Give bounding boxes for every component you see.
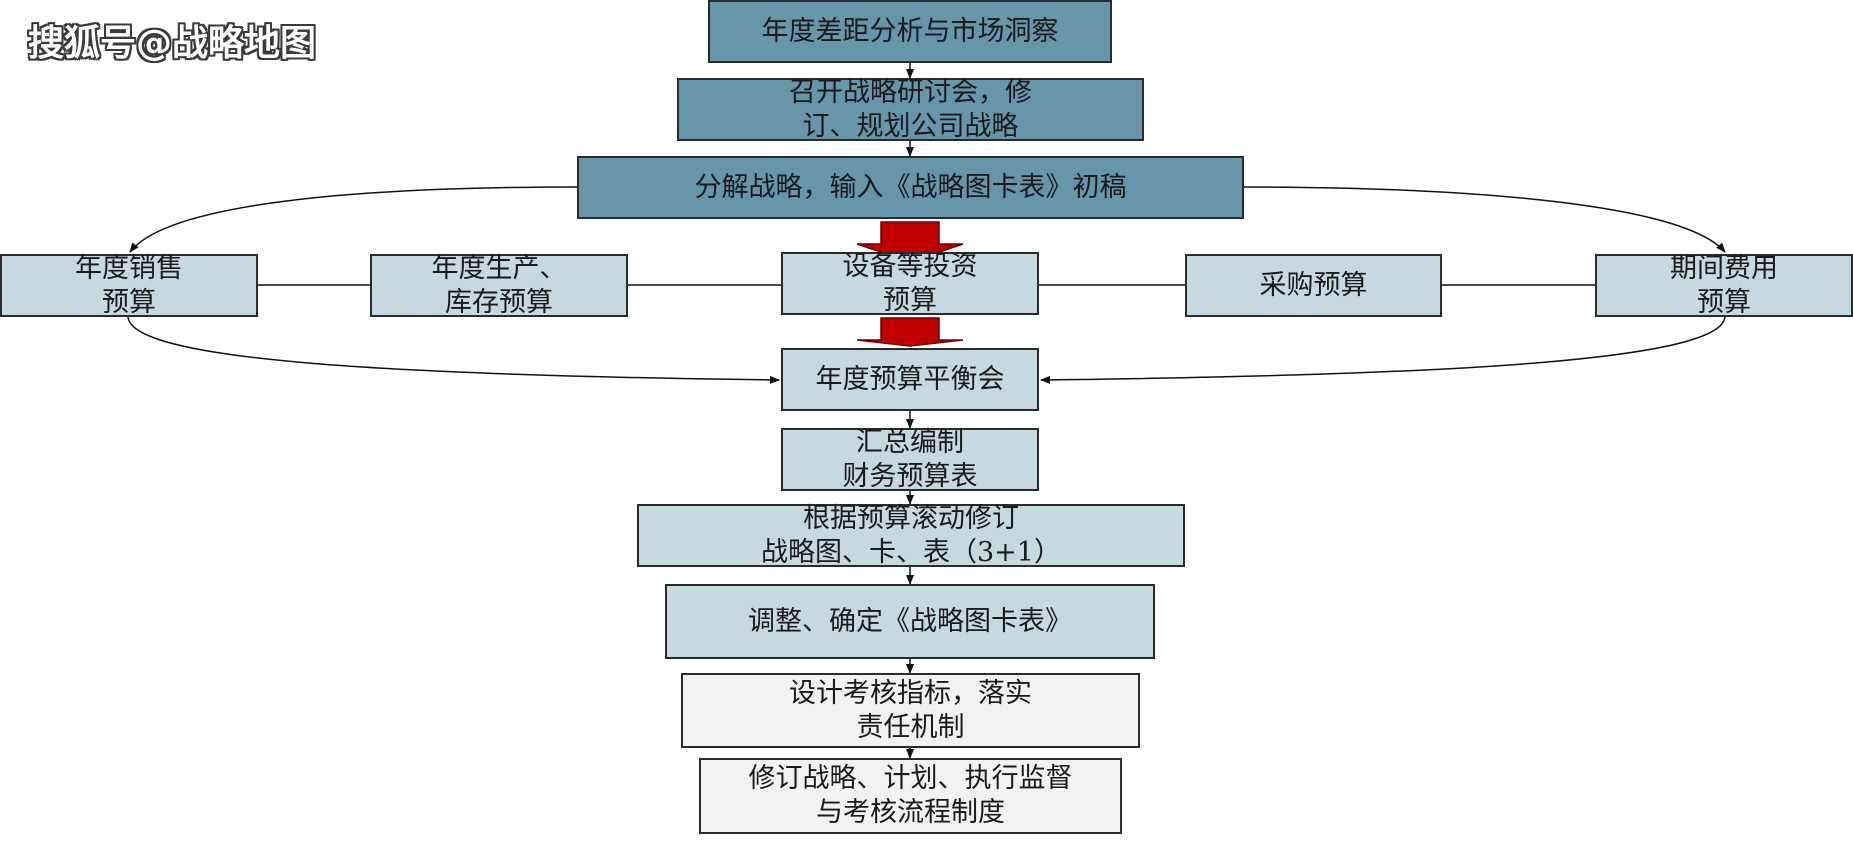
node-sales-budget: 年度销售 预算 bbox=[0, 252, 258, 318]
node-label: 分解战略，输入《战略图卡表》初稿 bbox=[694, 171, 1127, 203]
node-label: 采购预算 bbox=[1259, 269, 1368, 301]
node-rolling-revision: 根据预算滚动修订 战略图、卡、表（3+1） bbox=[637, 502, 1185, 568]
watermark-text: 搜狐号@战略地图 bbox=[28, 23, 317, 64]
node-label: 汇总编制 bbox=[856, 426, 964, 458]
node-label: 责任机制 bbox=[856, 711, 965, 743]
node-label: 预算 bbox=[883, 284, 937, 316]
node-label: 设备等投资 bbox=[842, 250, 978, 282]
node-label: 年度销售 bbox=[75, 252, 183, 284]
curve-sales-balance bbox=[127, 315, 780, 384]
node-decompose-strategy: 分解战略，输入《战略图卡表》初稿 bbox=[577, 156, 1244, 219]
node-compile-financial-budget: 汇总编制 财务预算表 bbox=[781, 426, 1039, 492]
node-purchase-budget: 采购预算 bbox=[1185, 254, 1442, 317]
node-label: 召开战略研讨会，修 bbox=[789, 76, 1032, 108]
red-arrow-bottom bbox=[856, 317, 964, 347]
node-label: 设计考核指标，落实 bbox=[789, 677, 1032, 709]
node-label: 战略图、卡、表（3+1） bbox=[761, 536, 1061, 568]
node-period-expense-budget: 期间费用 预算 bbox=[1595, 252, 1853, 318]
node-label: 调整、确定《战略图卡表》 bbox=[748, 605, 1072, 637]
node-equipment-budget: 设备等投资 预算 bbox=[781, 250, 1039, 316]
node-label: 预算 bbox=[102, 286, 156, 318]
node-revise-process: 修订战略、计划、执行监督 与考核流程制度 bbox=[699, 758, 1122, 834]
node-gap-analysis: 年度差距分析与市场洞察 bbox=[708, 0, 1112, 63]
node-label: 修订战略、计划、执行监督 bbox=[748, 763, 1073, 794]
node-production-budget: 年度生产、 库存预算 bbox=[370, 252, 628, 318]
node-label: 期间费用 bbox=[1670, 252, 1778, 284]
curve-period-balance bbox=[1040, 315, 1726, 384]
node-label: 根据预算滚动修订 bbox=[803, 502, 1019, 534]
node-label: 财务预算表 bbox=[842, 460, 978, 492]
node-label: 年度预算平衡会 bbox=[815, 363, 1005, 395]
node-strategy-workshop: 召开战略研讨会，修 订、规划公司战略 bbox=[677, 76, 1144, 142]
node-budget-balance-meeting: 年度预算平衡会 bbox=[781, 348, 1039, 411]
curve-n3-period bbox=[1243, 186, 1726, 253]
node-confirm-strategy-card: 调整、确定《战略图卡表》 bbox=[665, 584, 1155, 659]
node-label: 与考核流程制度 bbox=[816, 797, 1005, 828]
node-label: 年度生产、 bbox=[431, 252, 567, 284]
node-label: 库存预算 bbox=[445, 286, 553, 318]
node-label: 订、规划公司战略 bbox=[802, 110, 1019, 142]
curve-n3-sales bbox=[129, 186, 578, 253]
node-label: 预算 bbox=[1697, 286, 1751, 318]
node-label: 年度差距分析与市场洞察 bbox=[761, 15, 1059, 47]
node-kpi-design: 设计考核指标，落实 责任机制 bbox=[681, 673, 1140, 748]
